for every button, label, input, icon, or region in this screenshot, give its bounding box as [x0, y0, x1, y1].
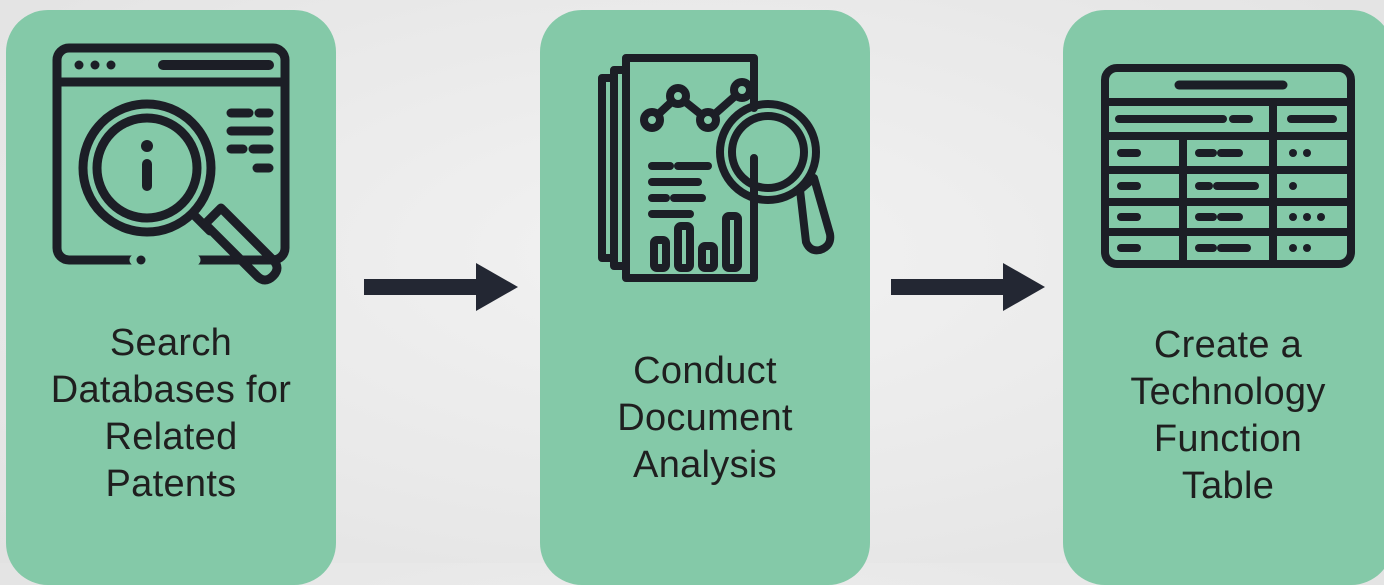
step-label-document-analysis: Conduct Document Analysis — [550, 348, 860, 489]
step-card-document-analysis: Conduct Document Analysis — [540, 10, 870, 585]
step-card-search-databases: Search Databases for Related Patents — [6, 10, 336, 585]
label-line: Document — [617, 397, 793, 439]
label-line: Databases for — [50, 369, 292, 411]
document-analysis-icon — [598, 54, 835, 282]
step-card-technology-function-table: Create a Technology Function Table — [1063, 10, 1384, 585]
label-line: Search — [109, 322, 233, 364]
label-line: Conduct — [633, 350, 777, 392]
step-label-search-databases: Search Databases for Related Patents — [16, 320, 326, 508]
label-line: Analysis — [633, 444, 777, 486]
label-line: Function — [1153, 418, 1303, 460]
label-line: Patents — [105, 463, 237, 505]
table-icon — [1101, 64, 1355, 268]
step-label-technology-function-table: Create a Technology Function Table — [1073, 322, 1383, 510]
label-line: Table — [1181, 465, 1275, 507]
label-line: Technology — [1130, 371, 1326, 413]
arrow-right-icon — [364, 263, 518, 311]
arrow-right-icon — [891, 263, 1045, 311]
search-database-icon — [52, 43, 290, 285]
label-line: Create a — [1153, 324, 1303, 366]
label-line: Related — [104, 416, 238, 458]
